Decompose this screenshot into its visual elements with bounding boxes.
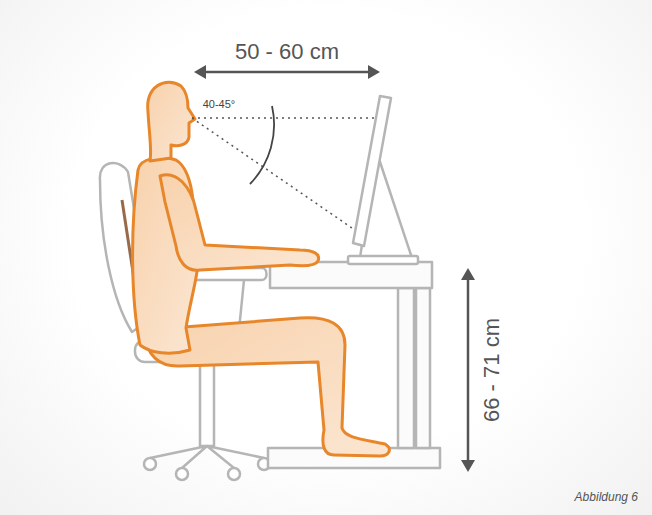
chair-caster (176, 468, 188, 480)
person-head (148, 82, 195, 161)
chair-column (200, 362, 214, 446)
desk-panel (416, 288, 430, 448)
figure-caption: Abbildung 6 (575, 490, 638, 504)
chair-caster (144, 458, 156, 470)
monitor-base (348, 256, 418, 264)
desk-leg (398, 288, 414, 448)
arrowhead (368, 65, 380, 79)
arrowhead (194, 65, 206, 79)
dimension-line (200, 71, 374, 74)
person-arm (160, 175, 319, 271)
dimension-label: 66 - 71 cm (479, 318, 505, 422)
sight-line (192, 118, 352, 228)
angle-arc (250, 106, 274, 184)
dimension-label: 40-45° (203, 98, 236, 110)
dimension-label: 50 - 60 cm (235, 39, 339, 65)
chair-base (150, 446, 264, 468)
arrowhead (461, 460, 475, 472)
arrowhead (461, 268, 475, 280)
sight-line (192, 117, 378, 119)
dimension-line (467, 274, 470, 466)
chair-caster (228, 468, 240, 480)
